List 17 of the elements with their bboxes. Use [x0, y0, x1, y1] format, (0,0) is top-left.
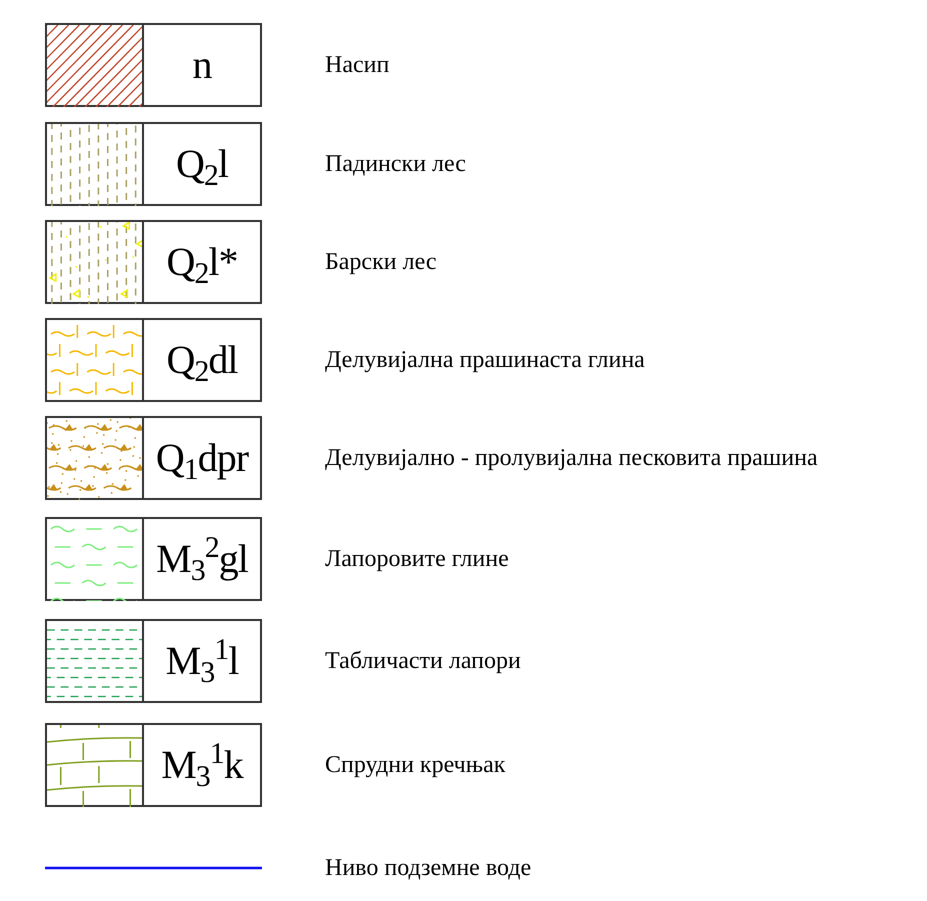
unit-symbol: M$_{3}$$^{1}$k [160, 736, 244, 794]
legend-text: Барски лес [325, 248, 436, 277]
legend-text: Спрудни кречњак [325, 751, 506, 780]
unit-symbol: Q$_{2}$l* [165, 238, 238, 292]
legend-text: Насип [325, 51, 390, 80]
legend-text: Лапоровите глине [325, 545, 509, 574]
unit-symbol: n [192, 41, 213, 89]
legend-text: Табличасти лапори [325, 647, 521, 676]
legend-text: Падински лес [325, 150, 466, 179]
legend-text: Делувијално - пролувијална песковита прашина [325, 444, 818, 473]
legend-text: Ниво подземне воде [325, 854, 532, 883]
unit-symbol: Q$_{2}$l [174, 140, 230, 194]
legend-text: Делувијална прашинаста глина [325, 346, 645, 375]
unit-symbol: M$_{3}$$^{1}$l [164, 632, 240, 690]
unit-symbol: M$_{3}$$^{2}$gl [155, 530, 249, 588]
unit-symbol: Q$_{1}$dpr [154, 434, 250, 488]
unit-symbol: Q$_{2}$dl [165, 336, 239, 390]
